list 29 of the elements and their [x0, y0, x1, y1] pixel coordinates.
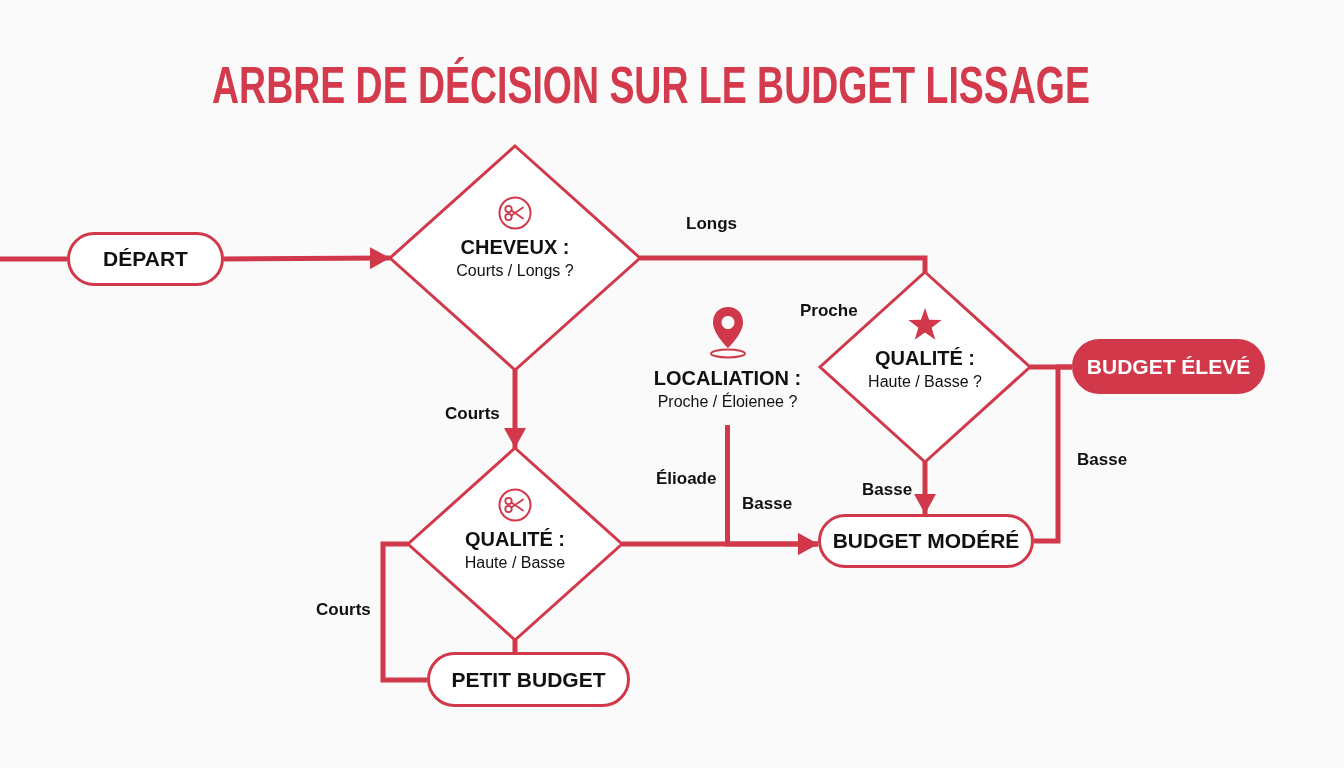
result-terminal	[1072, 339, 1265, 394]
connector-arrow	[914, 462, 936, 514]
connector-line	[512, 640, 518, 652]
connector-arrow	[224, 247, 390, 270]
result-terminal	[818, 514, 1034, 568]
terminal-label: PETIT BUDGET	[451, 667, 606, 692]
question-heading: CHEVEUX :	[460, 235, 570, 260]
terminal-label: BUDGET ÉLEVÉ	[1086, 354, 1251, 379]
connector-line	[0, 256, 67, 262]
question-options: Haute / Basse ?	[868, 371, 982, 393]
diagram-title: ARBRE DE DÉCISION SUR LE BUDGET LISSAGE	[212, 59, 1090, 111]
question-options: Proche / Éloienee ?	[657, 391, 798, 413]
connector-arrow	[504, 370, 526, 448]
start-terminal	[67, 232, 224, 286]
decision-diamond	[408, 448, 622, 640]
question-options: Courts / Longs ?	[456, 260, 574, 282]
question-heading: LOCALIATION :	[653, 366, 802, 391]
connector-arrow	[725, 425, 818, 555]
question-heading: QUALITÉ :	[465, 527, 565, 552]
result-terminal	[427, 652, 630, 707]
terminal-label: DÉPART	[103, 247, 188, 271]
terminal-label: BUDGET MODÉRÉ	[832, 529, 1020, 553]
connector-line	[1034, 364, 1072, 544]
edge-label: Longs	[684, 214, 739, 234]
question-options: Haute / Basse	[464, 552, 566, 574]
connector-line	[640, 255, 928, 272]
connector-line	[380, 541, 427, 683]
decision-diamond	[390, 146, 640, 370]
question-heading: QUALITÉ :	[875, 346, 975, 371]
